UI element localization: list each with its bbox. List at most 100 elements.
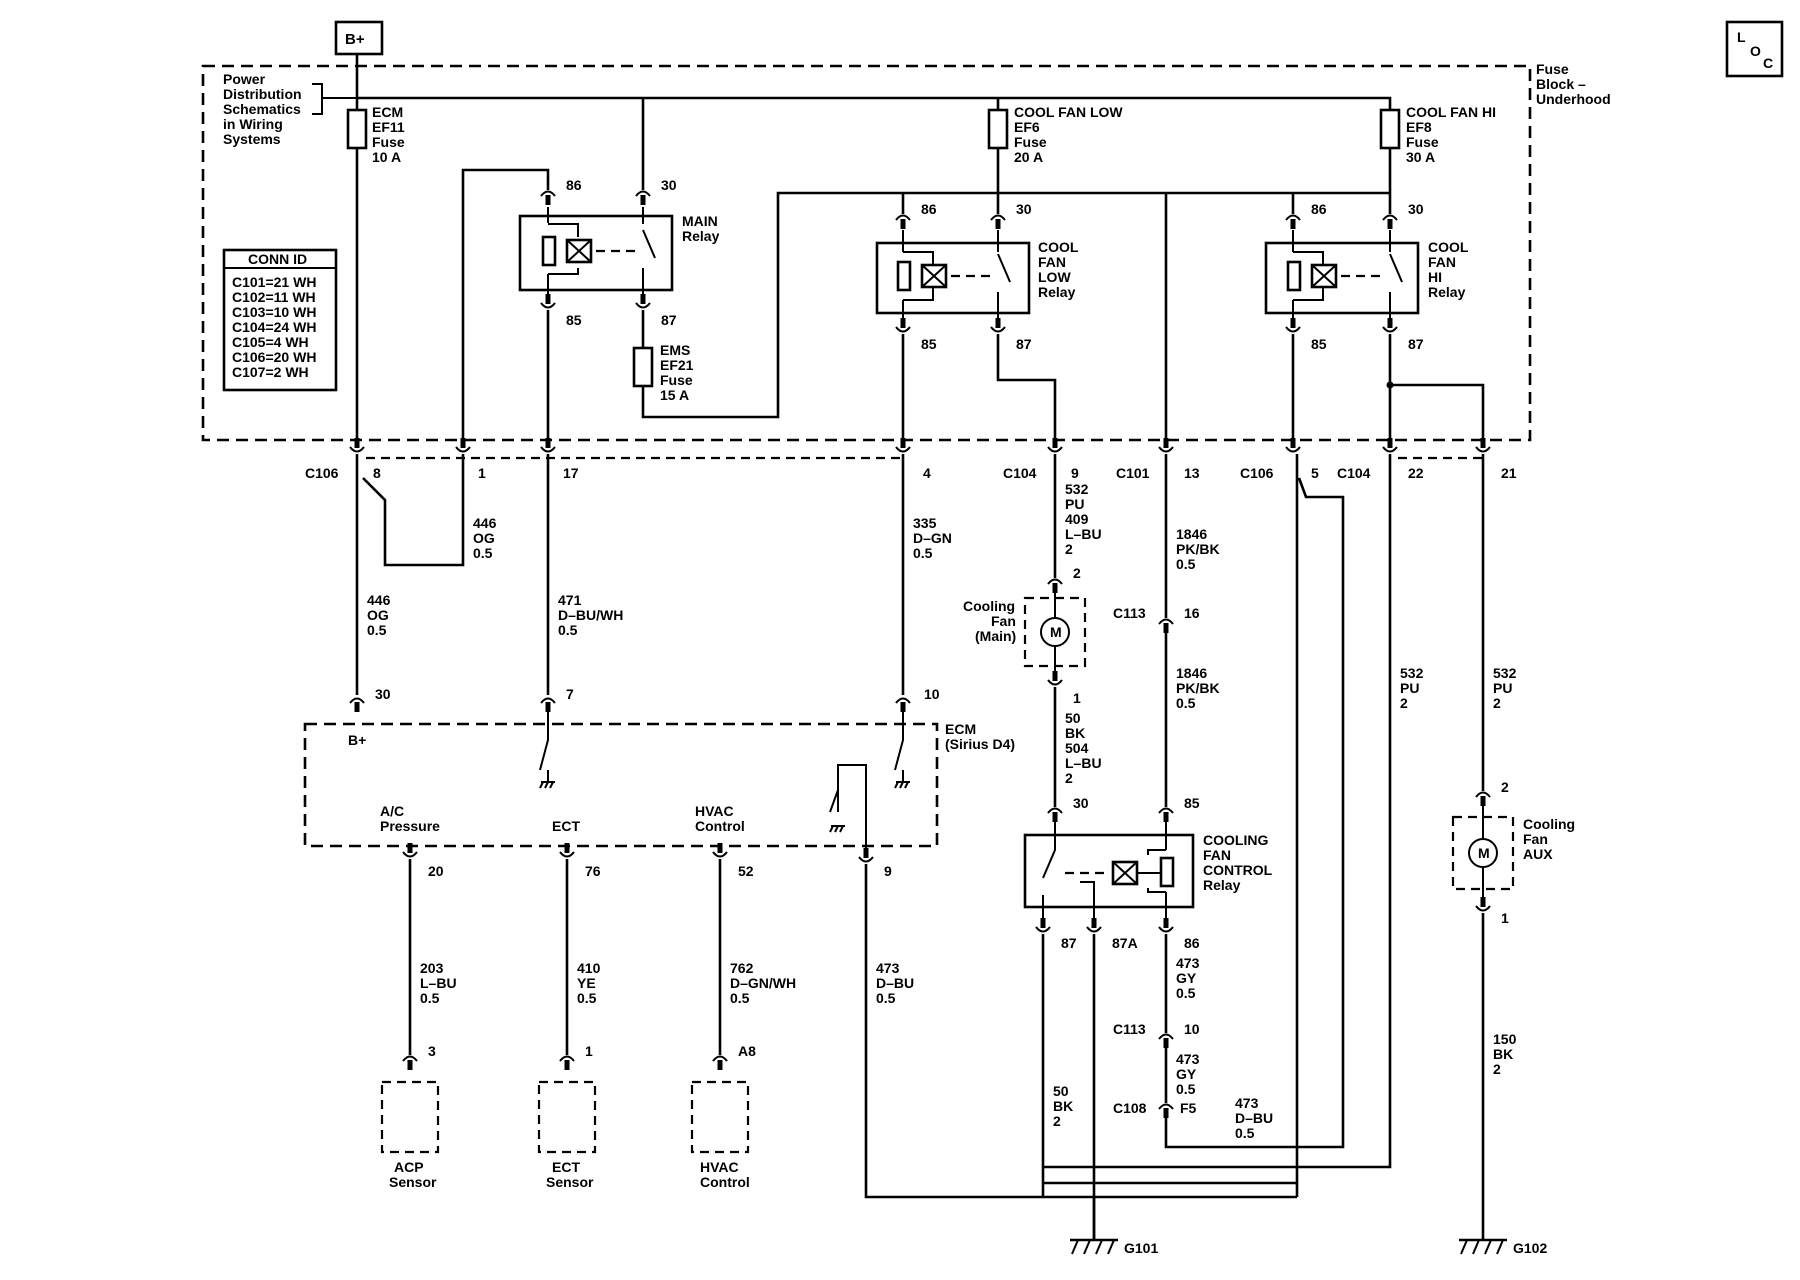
ecm-top-pins: 30 7 10 B+	[348, 686, 940, 857]
acp-sensor: 3 ACP Sensor	[380, 1043, 440, 1190]
svg-text:MAIN: MAIN	[682, 213, 718, 229]
wire-473-gy-upper: 473 GY 0.5	[1176, 955, 1200, 1001]
svg-text:87: 87	[1016, 336, 1032, 352]
svg-text:150: 150	[1493, 1031, 1517, 1047]
wire-532-pu-b: 532 PU 2	[1493, 665, 1517, 711]
location-box	[1725, 20, 1784, 78]
svg-text:EF8: EF8	[1406, 119, 1432, 135]
svg-text:Sensor: Sensor	[389, 1174, 437, 1190]
svg-text:FAN: FAN	[1428, 254, 1456, 270]
svg-text:Control: Control	[695, 818, 745, 834]
svg-text:1846: 1846	[1176, 665, 1207, 681]
svg-text:504: 504	[1065, 740, 1089, 756]
cooling-fan-aux-motor: 2 M 1 Cooling Fan AUX	[1451, 779, 1575, 926]
svg-text:COOLING: COOLING	[1203, 832, 1268, 848]
svg-text:10 A: 10 A	[372, 149, 401, 165]
svg-text:Cooling: Cooling	[1523, 816, 1575, 832]
svg-text:1: 1	[585, 1043, 593, 1059]
svg-text:15 A: 15 A	[660, 387, 689, 403]
ecm-bottom-pins: 20 76 52 9	[402, 842, 892, 879]
svg-text:COOL: COOL	[1038, 239, 1079, 255]
svg-text:2: 2	[1493, 1061, 1501, 1077]
wire-471: 471 D–BU/WH 0.5	[558, 592, 623, 638]
wire-473-dbu: 473 D–BU 0.5	[876, 960, 914, 1006]
ecm-bottom-labels: A/C Pressure ECT HVAC Control	[380, 803, 745, 834]
svg-text:87A: 87A	[1112, 935, 1138, 951]
svg-text:C103=10 WH: C103=10 WH	[232, 304, 316, 320]
svg-text:17: 17	[563, 465, 579, 481]
svg-text:Fan: Fan	[991, 613, 1016, 629]
svg-text:Block –: Block –	[1536, 76, 1586, 92]
fuse-block-frame	[201, 64, 1532, 442]
svg-text:C104: C104	[1337, 465, 1371, 481]
svg-text:C107=2 WH: C107=2 WH	[232, 364, 309, 380]
svg-text:335: 335	[913, 515, 937, 531]
svg-text:C113: C113	[1113, 605, 1146, 621]
svg-text:F5: F5	[1180, 1100, 1197, 1116]
svg-text:473: 473	[1176, 955, 1200, 971]
wire-150: 150 BK 2	[1493, 1031, 1517, 1077]
svg-text:446: 446	[473, 515, 497, 531]
loc-o: O	[1750, 43, 1761, 59]
svg-text:Schematics: Schematics	[223, 101, 301, 117]
svg-text:BK: BK	[1065, 725, 1085, 741]
svg-text:HI: HI	[1428, 269, 1442, 285]
c113-lower: C113 10	[1113, 1021, 1200, 1049]
svg-text:C113: C113	[1113, 1021, 1146, 1037]
svg-text:52: 52	[738, 863, 754, 879]
svg-text:C104: C104	[1003, 465, 1037, 481]
svg-text:473: 473	[876, 960, 900, 976]
ems-fuse	[632, 346, 654, 388]
cool-fan-hi-fuse-label: COOL FAN HI EF8 Fuse 30 A	[1406, 104, 1496, 165]
svg-text:10: 10	[924, 686, 940, 702]
svg-text:30: 30	[375, 686, 391, 702]
cool-fan-low-fuse-label: COOL FAN LOW EF6 Fuse 20 A	[1014, 104, 1123, 165]
svg-text:C102=11 WH: C102=11 WH	[232, 289, 316, 305]
svg-text:OG: OG	[367, 607, 389, 623]
svg-text:ECT: ECT	[552, 818, 580, 834]
svg-text:GY: GY	[1176, 1066, 1197, 1082]
svg-text:9: 9	[1071, 465, 1079, 481]
wire-446-lower: 446 OG 0.5	[367, 592, 391, 638]
wire-473-gy-lower: 473 GY 0.5	[1176, 1051, 1200, 1097]
battery-positive-label: B+	[345, 31, 365, 48]
svg-text:21: 21	[1501, 465, 1517, 481]
svg-text:85: 85	[566, 312, 582, 328]
svg-text:20 A: 20 A	[1014, 149, 1043, 165]
svg-text:M: M	[1050, 624, 1062, 640]
svg-text:A8: A8	[738, 1043, 756, 1059]
svg-text:2: 2	[1501, 779, 1509, 795]
svg-text:EF21: EF21	[660, 357, 694, 373]
svg-text:50: 50	[1065, 710, 1081, 726]
svg-text:COOL FAN LOW: COOL FAN LOW	[1014, 104, 1123, 120]
svg-text:20: 20	[428, 863, 444, 879]
svg-text:8: 8	[373, 465, 381, 481]
svg-text:COOL: COOL	[1428, 239, 1469, 255]
wire-203: 203 L–BU 0.5	[420, 960, 457, 1006]
battery-positive-box	[334, 20, 384, 56]
svg-text:Fuse: Fuse	[372, 134, 405, 150]
svg-text:30: 30	[1073, 795, 1089, 811]
svg-text:1: 1	[478, 465, 486, 481]
svg-text:30: 30	[1016, 201, 1032, 217]
svg-text:OG: OG	[473, 530, 495, 546]
svg-text:0.5: 0.5	[1176, 985, 1196, 1001]
svg-text:30: 30	[661, 177, 677, 193]
svg-text:50: 50	[1053, 1083, 1069, 1099]
svg-text:C101: C101	[1116, 465, 1150, 481]
svg-text:C106: C106	[1240, 465, 1274, 481]
svg-text:ECT: ECT	[552, 1159, 580, 1175]
wire-50-bk: 50 BK 2	[1053, 1083, 1073, 1129]
svg-text:203: 203	[420, 960, 444, 976]
svg-text:471: 471	[558, 592, 582, 608]
svg-text:9: 9	[884, 863, 892, 879]
svg-text:ACP: ACP	[394, 1159, 424, 1175]
svg-text:5: 5	[1311, 465, 1319, 481]
wire-532-pu-a: 532 PU 2	[1400, 665, 1424, 711]
svg-text:Fan: Fan	[1523, 831, 1548, 847]
ems-fuse-label: EMS EF21 Fuse 15 A	[660, 342, 694, 403]
svg-text:532: 532	[1065, 481, 1089, 497]
wire-410: 410 YE 0.5	[577, 960, 601, 1006]
c108-connector: C108 F5	[1113, 1100, 1197, 1119]
svg-text:D–BU: D–BU	[1235, 1110, 1273, 1126]
